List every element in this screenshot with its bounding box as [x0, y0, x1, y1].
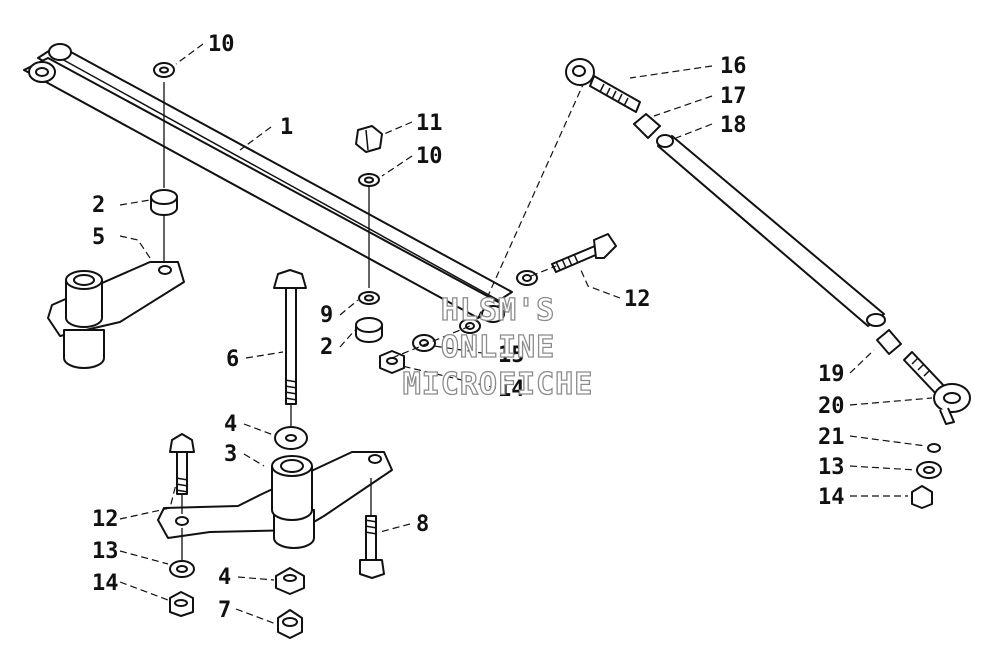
- label-19: 19: [818, 362, 845, 387]
- label-8: 8: [416, 512, 429, 537]
- label-4a: 4: [224, 412, 237, 437]
- bolt-12a: [551, 233, 617, 273]
- label-9: 9: [320, 303, 333, 328]
- washer-center: [459, 318, 481, 334]
- rod-end-20: [903, 351, 971, 425]
- leader-lines: [119, 43, 933, 625]
- washer-13a: [169, 560, 195, 578]
- nut-11: [355, 125, 383, 153]
- tube-18: [656, 134, 886, 327]
- label-12b: 12: [92, 507, 119, 532]
- label-14b: 14: [92, 571, 119, 596]
- spacer-2a: [150, 189, 178, 216]
- watermark: HLSM'S ONLINE MICROFICHE: [402, 292, 594, 402]
- washer-10a: [153, 62, 175, 78]
- part-labels: 10 1 2 5 11 10 9 2 6 4 3 12 13 14 4 7 8 …: [92, 32, 845, 623]
- bolt-12b: [169, 433, 195, 495]
- bolt-8: [359, 515, 385, 579]
- label-20: 20: [818, 394, 845, 419]
- label-16: 16: [720, 54, 747, 79]
- label-13b: 13: [818, 455, 845, 480]
- label-7: 7: [218, 598, 231, 623]
- label-2b: 2: [320, 335, 333, 360]
- bolt-6: [273, 269, 307, 405]
- label-1: 1: [280, 115, 293, 140]
- washer-21: [927, 443, 941, 453]
- label-12a: 12: [624, 287, 651, 312]
- label-18: 18: [720, 113, 747, 138]
- label-17: 17: [720, 84, 747, 109]
- watermark-line-1: HLSM'S: [441, 293, 555, 328]
- washer-13b: [916, 461, 942, 479]
- jam-nut-17: [633, 113, 661, 139]
- spacer-2b: [355, 317, 383, 343]
- washer-4a: [274, 426, 308, 450]
- washer-9: [358, 291, 380, 305]
- label-13a: 13: [92, 539, 119, 564]
- cap-7: [277, 609, 303, 639]
- pivot-arm-5: [47, 261, 185, 369]
- label-14a: 14: [498, 377, 525, 402]
- pivot-arm-3: [157, 451, 393, 549]
- label-3: 3: [224, 442, 237, 467]
- label-6: 6: [226, 347, 239, 372]
- link-bar: [23, 43, 513, 323]
- washer-10b: [358, 173, 380, 187]
- nut-14c: [911, 485, 933, 509]
- label-10a: 10: [208, 32, 235, 57]
- watermark-line-2: ONLINE: [441, 330, 555, 365]
- label-2a: 2: [92, 193, 105, 218]
- nut-14b: [169, 591, 194, 617]
- label-4b: 4: [218, 565, 231, 590]
- label-10b: 10: [416, 144, 443, 169]
- watermark-line-3: MICROFICHE: [403, 367, 594, 402]
- jam-nut-19: [876, 329, 902, 355]
- washer-upper-right: [516, 270, 538, 286]
- nut-4b: [275, 567, 305, 595]
- label-14c: 14: [818, 485, 845, 510]
- label-15: 15: [498, 343, 525, 368]
- label-21: 21: [818, 425, 845, 450]
- nut-14a: [379, 350, 405, 374]
- rod-end-16: [565, 58, 641, 113]
- label-5: 5: [92, 225, 105, 250]
- label-11: 11: [416, 111, 443, 136]
